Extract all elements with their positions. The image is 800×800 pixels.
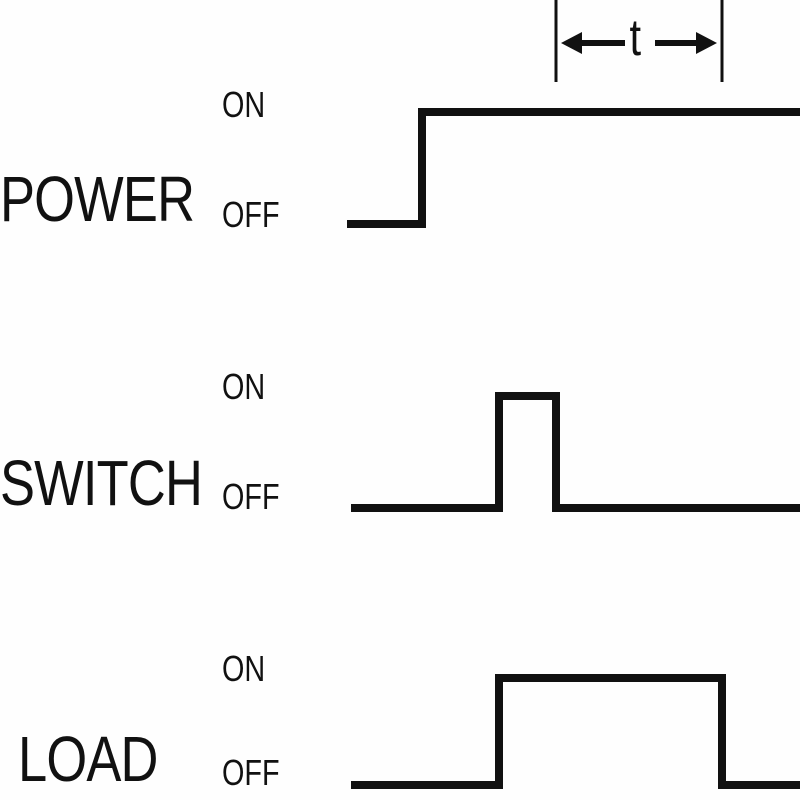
signal-label-switch: SWITCH — [0, 447, 203, 519]
switch-on-label: ON — [222, 366, 266, 407]
switch-waveform — [351, 392, 800, 512]
power-waveform — [347, 108, 800, 228]
interval-t-label: t — [629, 9, 642, 67]
load-waveform — [351, 674, 800, 789]
switch-off-label: OFF — [222, 476, 280, 517]
signal-label-load: LOAD — [18, 723, 158, 795]
power-on-label: ON — [222, 84, 266, 125]
load-off-label: OFF — [222, 752, 280, 793]
right-arrowhead-icon — [696, 32, 717, 54]
signal-label-power: POWER — [0, 163, 195, 235]
left-arrowhead-icon — [561, 32, 582, 54]
load-on-label: ON — [222, 648, 266, 689]
power-off-label: OFF — [222, 194, 280, 235]
